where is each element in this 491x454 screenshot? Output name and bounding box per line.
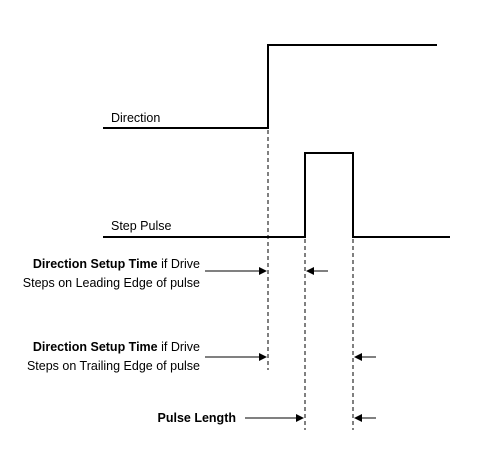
pulse-length-label: Pulse Length [157, 411, 236, 425]
trailing-annotation-line2: Steps on Trailing Edge of pulse [26, 359, 200, 373]
trailing-annotation-bold: Direction Setup Time [32, 340, 158, 354]
step-pulse-waveform [103, 152, 450, 238]
step-pulse-label: Step Pulse [111, 219, 172, 233]
direction-label: Direction [111, 111, 161, 125]
leading-annotation-rest: if Drive [157, 257, 200, 271]
leading-annotation-line1: Direction Setup Time if Drive [33, 257, 200, 272]
leading-annotation-line2: Steps on Leading Edge of pulse [22, 276, 200, 290]
leading-annotation-bold: Direction Setup Time [32, 257, 158, 271]
direction-waveform [103, 44, 437, 129]
trailing-annotation-rest: if Drive [157, 340, 200, 354]
trailing-annotation-line1: Direction Setup Time if Drive [33, 340, 200, 355]
